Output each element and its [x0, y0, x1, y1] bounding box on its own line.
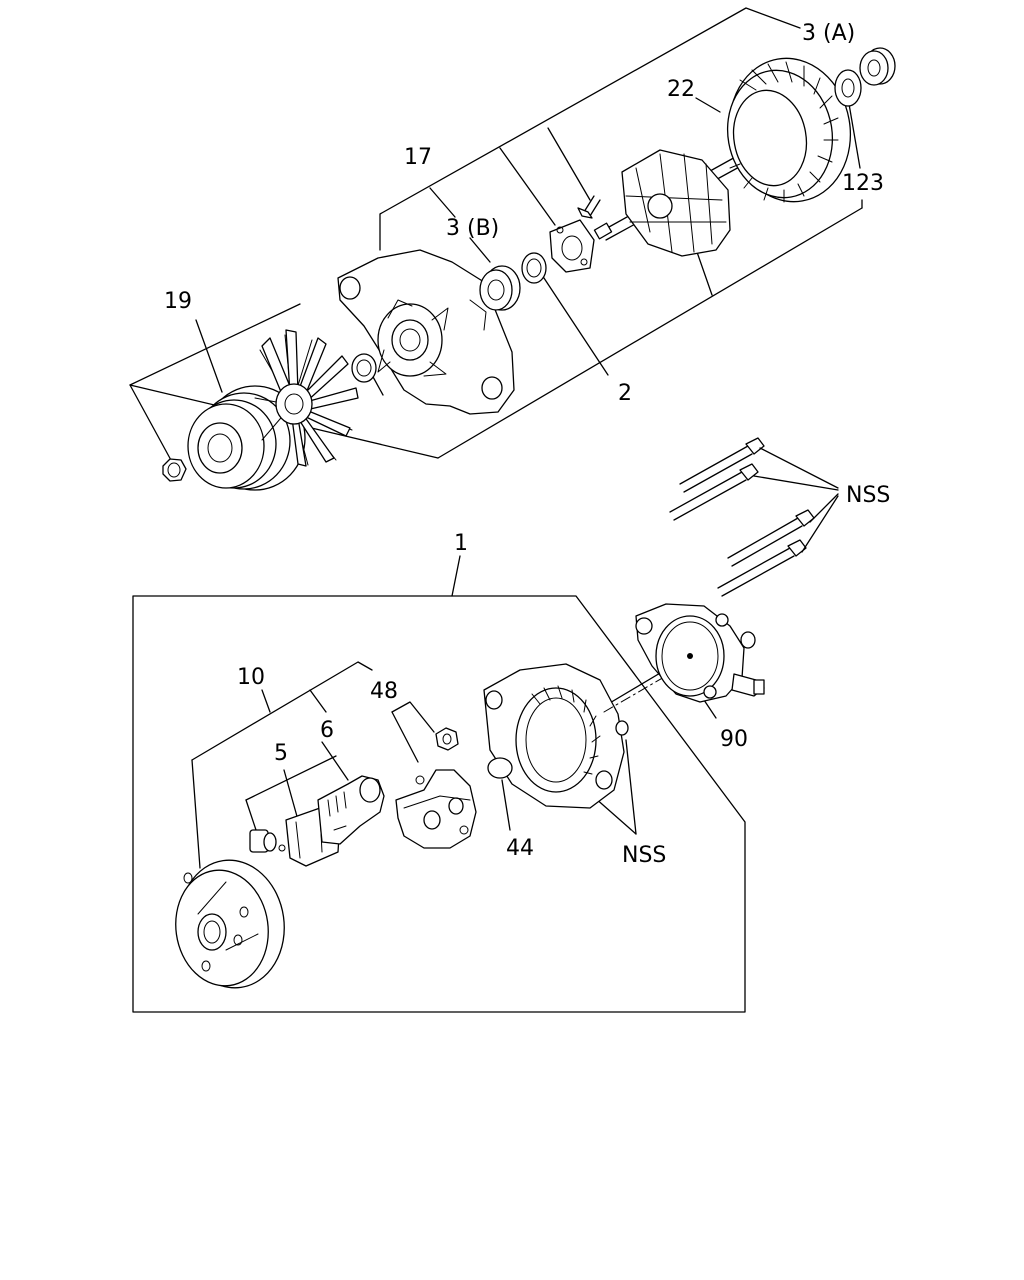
lower-assembly [132, 555, 746, 1013]
bolt-4 [717, 539, 807, 597]
bearing-part-3a [859, 47, 896, 86]
collar-part-2 [521, 252, 547, 284]
cover-part-10 [175, 859, 285, 989]
through-bolts-nss [669, 437, 839, 597]
front-bracket-part-17 [337, 249, 515, 415]
regulator-part-6 [317, 775, 385, 845]
label-17: 17 [404, 145, 432, 170]
label-nss-top: NSS [846, 483, 890, 508]
rectifier-part-48 [395, 769, 477, 849]
label-123: 123 [842, 171, 884, 196]
lower-bracket-lines [191, 659, 717, 869]
label-nss-bottom: NSS [622, 843, 666, 868]
label-3a: 3 (A) [802, 21, 855, 46]
bolt-3 [727, 509, 815, 567]
screw [577, 195, 601, 219]
bolt-leader-lines [753, 447, 839, 553]
stator-part-22 [726, 57, 852, 203]
label-5: 5 [274, 741, 288, 766]
connector [249, 829, 286, 853]
upper-assembly [129, 7, 896, 491]
bearing-part-3b [479, 265, 521, 311]
upper-bracket-lines [129, 7, 863, 463]
label-2: 2 [618, 381, 632, 406]
pulley-part-19 [187, 385, 306, 491]
label-10: 10 [237, 665, 265, 690]
bolt-2 [669, 463, 759, 521]
label-19: 19 [164, 289, 192, 314]
spacer-ring [351, 353, 377, 383]
rear-bracket-part-44 [483, 663, 625, 809]
retainer-plate [549, 219, 595, 273]
label-44: 44 [506, 836, 534, 861]
label-22: 22 [667, 77, 695, 102]
nss-nut [615, 720, 629, 736]
label-90: 90 [720, 727, 748, 752]
lower-assembly-box [132, 595, 746, 1013]
label-6: 6 [320, 718, 334, 743]
nut-part-48 [435, 727, 459, 751]
vacuum-pump-part-90 [635, 603, 765, 703]
label-3b: 3 (B) [446, 216, 499, 241]
nut-part-19 [162, 458, 187, 482]
label-1: 1 [454, 531, 468, 556]
part-labels: 3 (A) 22 123 17 3 (B) 19 2 NSS 1 10 48 5… [164, 21, 890, 868]
fan-part-19 [254, 329, 359, 467]
bolt-1 [679, 437, 765, 493]
bearing-part-123 [834, 69, 862, 107]
label-48: 48 [370, 679, 398, 704]
